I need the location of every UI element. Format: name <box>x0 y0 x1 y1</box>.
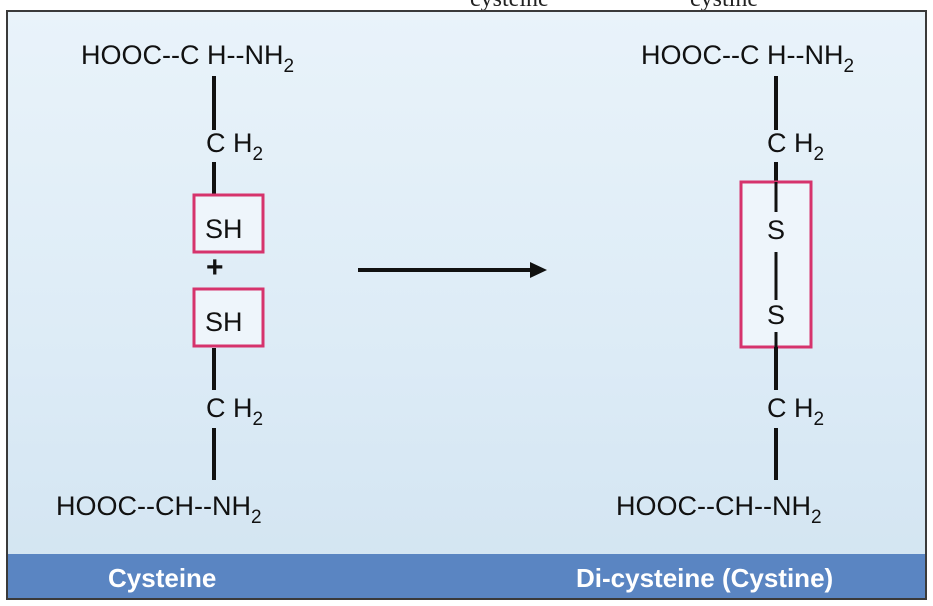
left-ch2-top: C H2 <box>206 128 263 165</box>
reaction-diagram: HOOC--C H--NH2 C H2 SH + SH C H2 HOOC--C… <box>56 40 854 528</box>
footer-label-cysteine: Cysteine <box>108 563 217 593</box>
right-s-top: S <box>767 215 785 245</box>
top-text-right: cystine <box>690 0 758 12</box>
left-sh-top-box <box>192 193 265 254</box>
footer-label-cystine: Di-cysteine (Cystine) <box>576 563 834 593</box>
arrow-head-icon <box>530 262 547 278</box>
left-ch2-bottom: C H2 <box>206 393 263 430</box>
left-molecule: HOOC--C H--NH2 C H2 SH + SH C H2 HOOC--C… <box>56 40 294 528</box>
left-top-formula: HOOC--C H--NH2 <box>81 40 294 77</box>
top-text-left: cysteine <box>470 0 549 12</box>
right-s-bottom: S <box>767 300 785 330</box>
left-sh-bottom: SH <box>205 307 243 337</box>
right-ch2-top: C H2 <box>767 128 824 165</box>
diagram-panel: HOOC--C H--NH2 C H2 SH + SH C H2 HOOC--C… <box>6 10 927 600</box>
right-bottom-formula: HOOC--CH--NH2 <box>616 491 822 528</box>
top-text-strip: cysteine cystine <box>0 0 933 12</box>
left-sh-top: SH <box>205 214 243 244</box>
footer-bar: Cysteine Di-cysteine (Cystine) <box>8 554 925 598</box>
right-top-formula: HOOC--C H--NH2 <box>641 40 854 77</box>
right-molecule: HOOC--C H--NH2 C H2 S S C H2 HOOC--CH--N… <box>616 40 854 528</box>
left-bottom-formula: HOOC--CH--NH2 <box>56 491 262 528</box>
reaction-arrow <box>358 262 547 278</box>
left-plus: + <box>206 251 224 284</box>
right-ch2-bottom: C H2 <box>767 393 824 430</box>
left-sh-bottom-box <box>192 287 265 348</box>
